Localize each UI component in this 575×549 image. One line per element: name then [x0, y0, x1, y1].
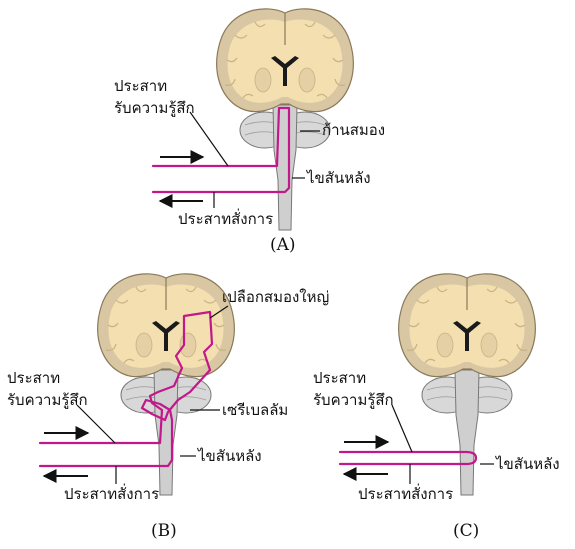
brainstem-label-a: ก้านสมอง	[322, 121, 385, 139]
caption-b: (B)	[151, 521, 177, 541]
sensory-leader-c	[392, 405, 412, 452]
caption-a: (A)	[270, 235, 296, 255]
spinal-cord-label-a: ไขสันหลัง	[306, 169, 371, 187]
cerebellum-label-b: เซรีเบลลัม	[222, 401, 288, 419]
panel-c: ประสาท รับความรู้สึก ไขสันหลัง ประสาทสั่…	[313, 274, 560, 541]
motor-label-b: ประสาทสั่งการ	[64, 483, 159, 503]
sensory-label-b-line2: รับความรู้สึก	[7, 391, 88, 409]
sensory-label-a-line1: ประสาท	[114, 77, 167, 95]
sensory-label-c-line2: รับความรู้สึก	[313, 391, 394, 409]
motor-pathway-a	[153, 172, 289, 192]
sensory-label-b-line1: ประสาท	[7, 369, 60, 387]
motor-label-a: ประสาทสั่งการ	[178, 208, 273, 228]
sensory-label-a-line2: รับความรู้สึก	[114, 99, 195, 117]
brain-a	[217, 9, 354, 230]
spinal-cord-label-b: ไขสันหลัง	[197, 447, 262, 465]
caption-c: (C)	[453, 521, 479, 541]
spinal-cord-label-c: ไขสันหลัง	[495, 455, 560, 473]
panel-b: เปลือกสมองใหญ่ ประสาท รับความรู้สึก เซรี…	[7, 274, 329, 541]
sensory-leader-b	[77, 405, 115, 443]
sensory-label-c-line1: ประสาท	[313, 369, 366, 387]
motor-pathway-b	[40, 452, 172, 466]
sensory-pathway-c	[340, 452, 476, 458]
cortex-label-b: เปลือกสมองใหญ่	[222, 288, 329, 306]
panel-a: ประสาท รับความรู้สึก ก้านสมอง ไขสันหลัง …	[114, 9, 385, 255]
motor-label-c: ประสาทสั่งการ	[358, 483, 453, 503]
motor-pathway-c	[340, 458, 476, 464]
